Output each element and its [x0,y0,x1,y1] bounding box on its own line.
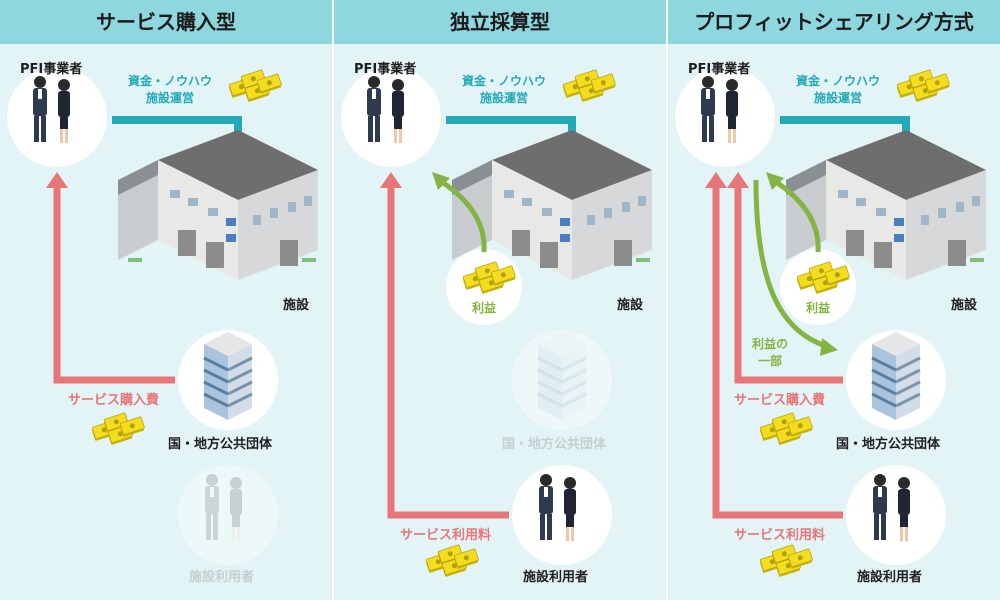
money-icon [760,545,813,577]
profit-arrow [774,179,821,253]
funding-label: 資金・ノウハウ 施設運営 [462,74,547,105]
fee-label: サービス利用料 [734,528,826,543]
funding-label: 資金・ノウハウ 施設運営 [128,74,213,105]
profit-label: 利益 [472,301,497,315]
profit-arrow [440,179,487,253]
money-icon [426,545,479,577]
government-label: 国・地方公共団体 [168,437,273,452]
government-building-icon [870,330,922,422]
panel-title: プロフィットシェアリング方式 [668,0,1000,44]
government-label: 国・地方公共団体 [836,437,941,452]
fee-label: サービス利用料 [400,528,492,543]
pfi-operator-label: PFI事業者 [354,62,417,77]
panel-service-purchase: サービス購入型 PFI事業者 資金・ノウハウ 施設運営 施設 サービス購入費 国… [0,0,332,600]
fee-arrowhead [380,172,402,188]
users-circle-faded [178,465,278,565]
users-label: 施設利用者 [523,570,589,585]
payment-label: サービス購入費 [68,393,160,408]
money-icon [229,70,282,102]
facility-label: 施設 [951,298,978,313]
money-icon [563,70,616,102]
pfi-operator-circle [7,67,107,167]
money-icon [760,413,813,445]
payment-label: サービス購入費 [734,393,826,408]
payment-arrowhead [46,172,68,188]
panel-profit-sharing: プロフィットシェアリング方式 PFI事業者 資金・ノウハ [668,0,1000,600]
users-circle [512,465,612,565]
government-label-faded: 国・地方公共団体 [502,437,607,452]
panel-diagram [675,67,986,600]
fee-arrow [387,186,509,519]
profit-share-arrowhead [820,338,838,356]
fee-arrow [712,186,843,519]
profit-share-label: 利益の 一部 [752,337,789,368]
profit-share-arrow [753,179,827,349]
money-icon [897,70,950,102]
profit-arrowhead [432,172,450,190]
funding-label: 資金・ノウハウ 施設運営 [796,74,881,105]
government-building-icon-faded [536,330,588,422]
profit-label: 利益 [806,301,831,315]
profit-arrowhead [766,172,784,190]
pfi-operator-circle [341,67,441,167]
panel-title: 独立採算型 [334,0,666,44]
users-label-faded: 施設利用者 [189,570,255,585]
payment-arrow [734,186,843,384]
fee-arrowhead [705,172,727,188]
panel-title: サービス購入型 [0,0,332,44]
facility-label: 施設 [283,298,310,313]
users-circle [846,465,946,565]
payment-arrow [53,186,175,384]
pfi-operator-label: PFI事業者 [20,62,83,77]
panel-diagram [341,67,652,600]
pfi-operator-label: PFI事業者 [688,62,751,77]
government-building-icon [202,330,254,422]
facility-building-icon [118,130,318,280]
users-label: 施設利用者 [857,570,923,585]
pfi-operator-circle [675,67,775,167]
panel-diagram [7,67,318,565]
panel-self-supporting: 独立採算型 PFI事業者 資金・ノウハウ 施設運営 施設 利益 国・地方公共団体… [334,0,666,600]
facility-label: 施設 [617,298,644,313]
payment-arrowhead [727,172,749,188]
money-icon [92,413,145,445]
